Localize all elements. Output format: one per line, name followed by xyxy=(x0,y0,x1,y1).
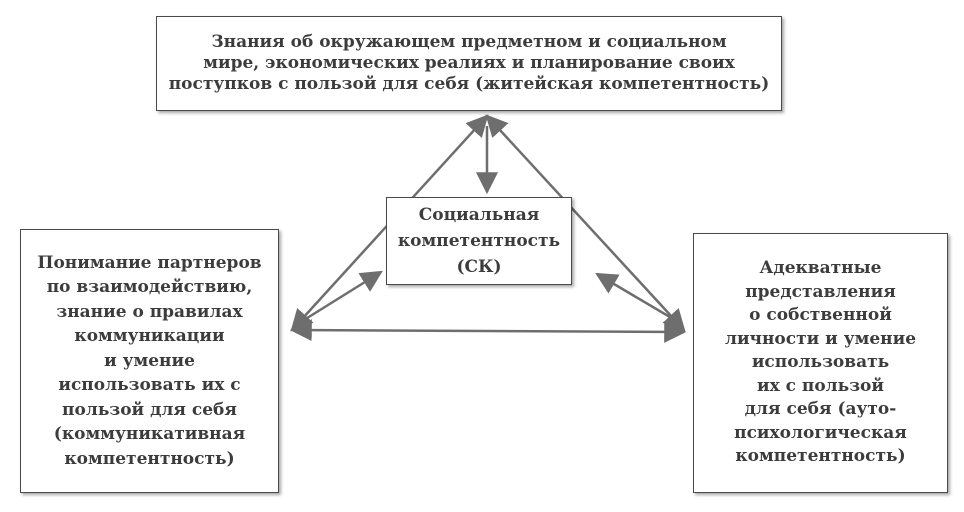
arrow-top-right xyxy=(485,114,686,332)
arrow-to-center-from-left xyxy=(303,270,383,322)
top-box-text: Знания об окружающем предметном и социал… xyxy=(168,32,770,94)
top-box-everyday-competence: Знания об окружающем предметном и социал… xyxy=(156,16,782,111)
center-box-text: Социальная компетентность (СК) xyxy=(397,205,561,277)
center-box-social-competence: Социальная компетентность (СК) xyxy=(386,197,572,285)
right-box-autopsychological-competence: Адекватные представления о собственной л… xyxy=(693,233,948,493)
arrow-to-center-from-right xyxy=(595,272,676,322)
left-box-text: Понимание партнеров по взаимодействию, з… xyxy=(37,252,262,469)
right-box-text: Адекватные представления о собственной л… xyxy=(724,258,917,467)
left-box-communicative-competence: Понимание партнеров по взаимодействию, з… xyxy=(20,229,279,493)
arrow-left-right xyxy=(289,319,687,343)
